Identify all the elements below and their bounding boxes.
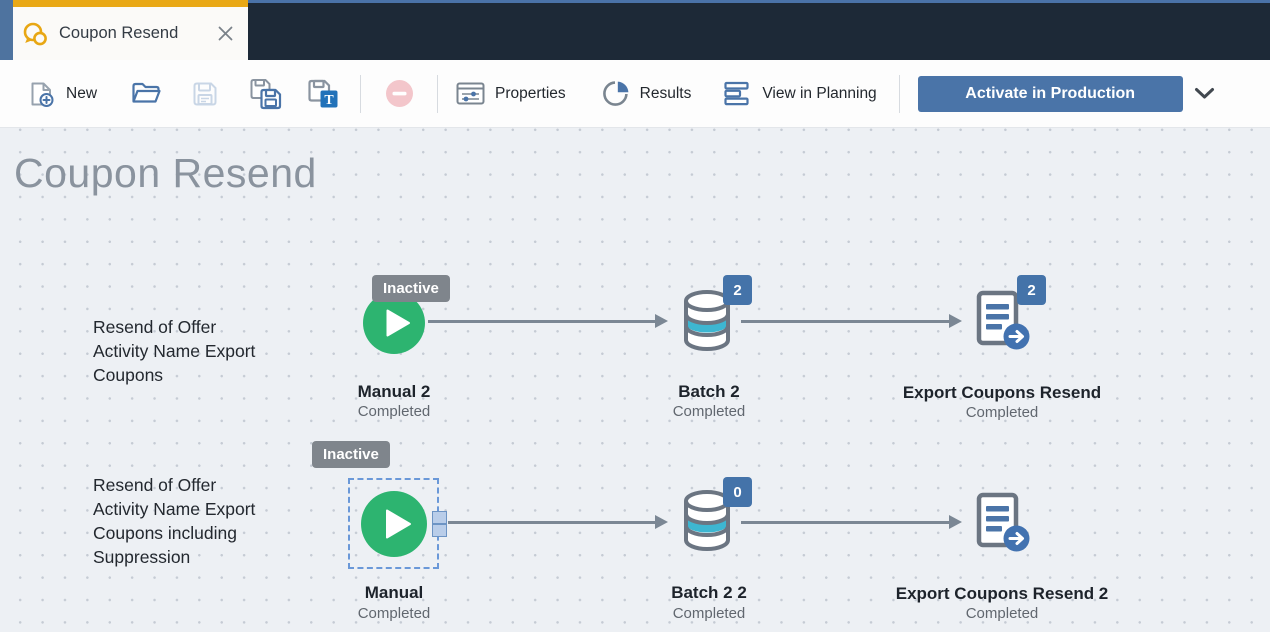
status-badge-inactive: Inactive [312,441,390,468]
save-button [191,80,219,108]
results-label: Results [639,84,692,102]
open-button[interactable] [131,81,161,106]
coupon-bubble-icon [23,22,47,45]
manual-start-node-selected[interactable] [361,491,427,562]
toolbar-separator [360,74,362,113]
export-document-icon [976,492,1030,552]
node-name: Export Coupons Resend [902,383,1102,402]
node-name: Manual 2 [357,382,431,401]
properties-icon [456,82,485,105]
status-badge-inactive: Inactive [372,275,450,302]
remove-button [385,79,414,108]
top-accent-line [0,0,1270,3]
connector-arrow [448,515,668,530]
view-in-planning-button[interactable]: View in Planning [724,81,877,106]
svg-text:T: T [324,93,334,108]
save-as-template-icon: T [308,79,338,108]
activate-dropdown-chevron[interactable] [1194,87,1215,100]
tab-coupon-resend[interactable]: Coupon Resend [13,0,248,60]
count-badge: 2 [723,275,752,305]
chevron-down-icon [1194,88,1214,99]
open-folder-icon [132,82,161,103]
node-status: Completed [965,605,1039,622]
export-node[interactable] [976,492,1032,561]
planning-gantt-icon [724,81,749,106]
connector-arrow [741,314,962,329]
toolbar-separator [898,74,900,113]
node-status: Completed [357,605,431,622]
connector-handle[interactable] [432,511,447,537]
connector-arrow [428,314,668,329]
save-as-icon [250,79,282,110]
new-document-icon [31,82,54,107]
flowchart-canvas[interactable]: Coupon Resend Resend of Offer Activity N… [0,128,1270,632]
node-status: Completed [672,605,746,622]
save-as-button[interactable] [249,77,283,110]
results-button[interactable]: Results [602,80,692,107]
properties-label: Properties [495,84,566,102]
top-bar: Coupon Resend [0,0,1270,60]
play-circle-icon [361,491,427,557]
connector-arrow [741,515,962,530]
activate-in-production-button[interactable]: Activate in Production [917,75,1183,112]
results-pie-icon [602,81,629,106]
node-name: Batch 2 [678,382,740,401]
export-node[interactable] [976,290,1032,359]
node-status: Completed [965,404,1039,421]
view-in-planning-label: View in Planning [762,84,877,102]
batch-node[interactable] [679,488,735,559]
flow-annotation: Resend of Offer Activity Name Export Cou… [93,475,256,567]
close-icon[interactable] [217,25,234,42]
export-document-icon [976,290,1030,350]
save-as-template-button[interactable]: T [306,77,340,110]
flowchart-title: Coupon Resend [14,150,317,196]
properties-button[interactable]: Properties [456,82,566,105]
node-name: Batch 2 2 [671,583,747,602]
save-icon-disabled [193,82,217,105]
toolbar: New [0,60,1270,128]
node-name: Manual [364,583,424,602]
minus-circle-icon [386,80,414,107]
bottom-strip [0,632,1270,638]
tab-title: Coupon Resend [59,24,179,42]
node-name: Export Coupons Resend 2 [895,584,1109,603]
node-status: Completed [672,403,746,420]
manual-start-node[interactable] [363,292,425,359]
toolbar-separator [437,74,439,113]
flow-annotation: Resend of Offer Activity Name Export Cou… [93,317,256,385]
play-circle-icon [363,292,425,354]
node-status: Completed [357,403,431,420]
count-badge: 0 [723,477,752,507]
window-edge-strip [0,0,13,60]
count-badge: 2 [1017,275,1046,305]
database-icon [684,490,730,551]
new-button[interactable]: New [28,80,97,108]
new-label: New [66,84,98,102]
